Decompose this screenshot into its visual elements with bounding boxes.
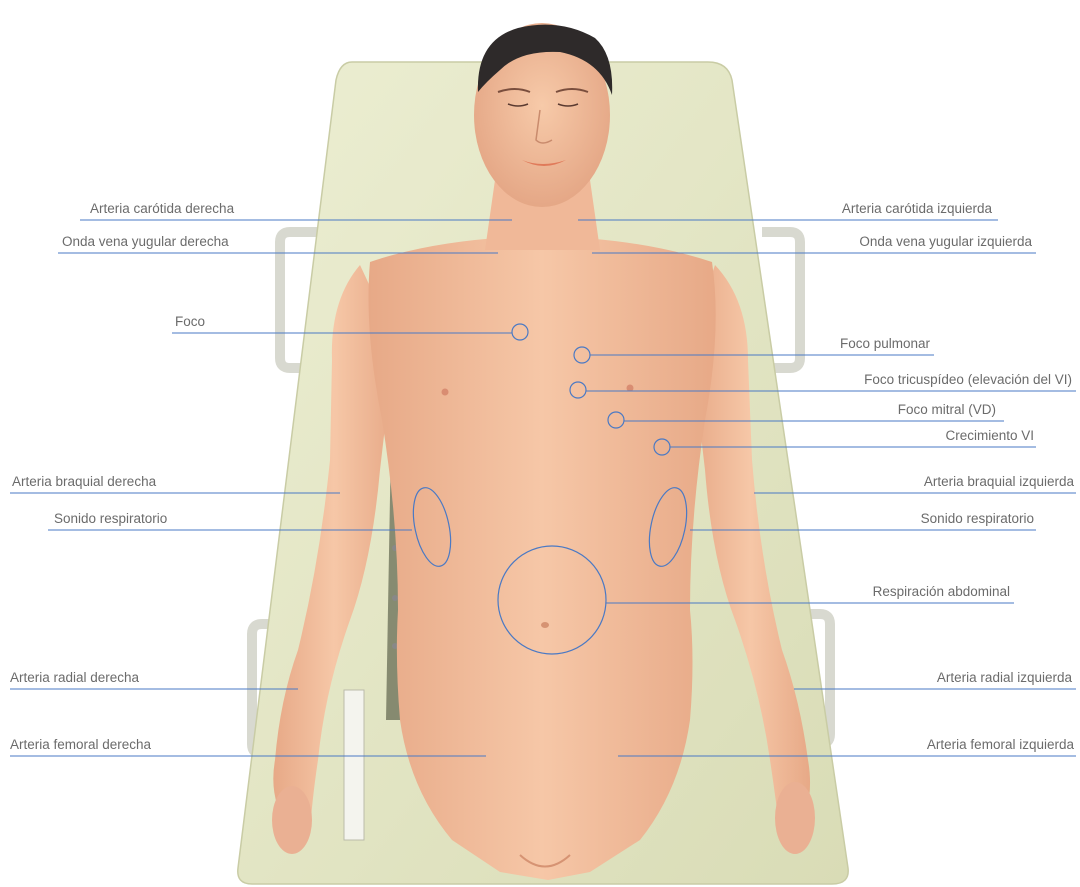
label-resp-right: Sonido respiratorio xyxy=(54,511,167,527)
label-resp-left: Sonido respiratorio xyxy=(921,511,1034,527)
label-radial-right: Arteria radial derecha xyxy=(10,670,139,686)
label-carotid-left: Arteria carótida izquierda xyxy=(842,201,992,217)
label-foco-mitral: Foco mitral (VD) xyxy=(898,402,996,418)
label-brachial-left: Arteria braquial izquierda xyxy=(924,474,1074,490)
label-radial-left: Arteria radial izquierda xyxy=(937,670,1072,686)
label-carotid-right: Arteria carótida derecha xyxy=(90,201,234,217)
label-femoral-left: Arteria femoral izquierda xyxy=(927,737,1074,753)
label-femoral-right: Arteria femoral derecha xyxy=(10,737,151,753)
label-foco: Foco xyxy=(175,314,205,330)
label-brachial-right: Arteria braquial derecha xyxy=(12,474,156,490)
right-hand xyxy=(272,786,312,854)
label-jugular-left: Onda vena yugular izquierda xyxy=(859,234,1032,250)
left-hand xyxy=(775,782,815,854)
instruction-label xyxy=(344,690,364,840)
label-foco-tricuspideo: Foco tricuspídeo (elevación del VI) xyxy=(864,372,1072,388)
label-jugular-right: Onda vena yugular derecha xyxy=(62,234,229,250)
label-foco-pulmonar: Foco pulmonar xyxy=(840,336,930,352)
label-crecimiento-vi: Crecimiento VI xyxy=(945,428,1034,444)
label-abdominal: Respiración abdominal xyxy=(873,584,1010,600)
